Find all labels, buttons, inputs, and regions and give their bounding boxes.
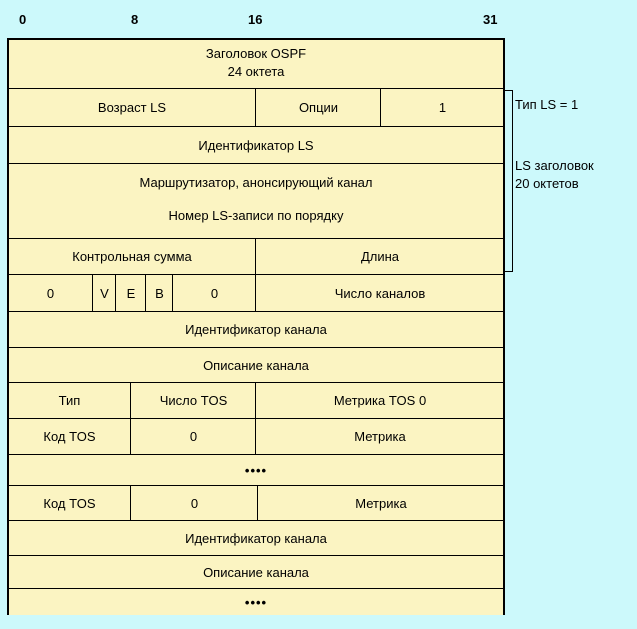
tos-code-field-1: Код TOS [43, 429, 96, 444]
tos-row-1: Код TOS 0 Метрика [9, 419, 503, 455]
bit-8-label: 8 [131, 12, 139, 27]
adv-router-field: Маршрутизатор, анонсирующий канал [139, 175, 373, 190]
v-bit: V [92, 275, 116, 311]
ellipsis-1: •••• [244, 462, 268, 478]
ls-header-size-annotation: 20 октетов [515, 176, 579, 191]
options-field: Опции [255, 89, 381, 126]
tos-zero-field-2: 0 [130, 486, 258, 520]
link-id-field-1: Идентификатор канала [185, 322, 327, 337]
ls-header-annotation: LS заголовок [515, 158, 594, 173]
link-data-field-1: Описание канала [203, 357, 309, 373]
ls-age-row: Возраст LS Опции 1 [9, 89, 503, 127]
tos0-metric-field: Метрика TOS 0 [255, 383, 504, 418]
zero-field-1: 0 [46, 285, 55, 301]
bit-0-label: 0 [19, 12, 27, 27]
link-type-row: Тип Число TOS Метрика TOS 0 [9, 383, 503, 419]
ls-type-annotation: Тип LS = 1 [515, 97, 579, 112]
link-data-field-2: Описание канала [203, 564, 309, 580]
ls-id-field: Идентификатор LS [198, 137, 314, 153]
link-id-row-2: Идентификатор канала [9, 521, 503, 556]
link-type-field: Тип [58, 393, 81, 408]
tos-count-field: Число TOS [130, 383, 256, 418]
b-bit: B [145, 275, 173, 311]
checksum-field: Контрольная сумма [72, 249, 192, 264]
lsa-packet-diagram: Заголовок OSPF 24 октета Возраст LS Опци… [7, 38, 505, 615]
zero-field-2: 0 [172, 275, 256, 311]
ospf-header-title: Заголовок OSPF [205, 46, 307, 61]
tos-metric-field-2: Метрика [257, 486, 504, 520]
ospf-header-size: 24 октета [227, 64, 285, 79]
ospf-header-row: Заголовок OSPF 24 октета [9, 40, 503, 89]
seq-number-field: Номер LS-записи по порядку [168, 208, 344, 223]
e-bit: E [115, 275, 146, 311]
flags-row: 0 V E B 0 Число каналов [9, 275, 503, 312]
ls-age-field: Возраст LS [97, 100, 167, 115]
ellipsis-row-1: •••• [9, 455, 503, 486]
ls-header-bracket [505, 90, 513, 272]
tos-code-field-2: Код TOS [43, 495, 96, 511]
link-id-row-1: Идентификатор канала [9, 312, 503, 348]
tos-zero-field-1: 0 [130, 419, 256, 454]
link-data-row-1: Описание канала [9, 348, 503, 383]
link-id-field-2: Идентификатор канала [185, 530, 327, 546]
link-count-field: Число каналов [255, 275, 504, 311]
length-field: Длина [255, 239, 504, 274]
ls-id-row: Идентификатор LS [9, 127, 503, 164]
checksum-row: Контрольная сумма Длина [9, 239, 503, 275]
link-data-row-2: Описание канала [9, 556, 503, 589]
adv-router-seq-row: Маршрутизатор, анонсирующий канал Номер … [9, 164, 503, 239]
tos-metric-field-1: Метрика [255, 419, 504, 454]
ls-type-field: 1 [380, 89, 504, 126]
ellipsis-2: •••• [244, 594, 268, 610]
ellipsis-row-2: •••• [9, 589, 503, 615]
bit-31-label: 31 [483, 12, 498, 27]
bit-16-label: 16 [248, 12, 263, 27]
tos-row-2: Код TOS 0 Метрика [9, 486, 503, 521]
